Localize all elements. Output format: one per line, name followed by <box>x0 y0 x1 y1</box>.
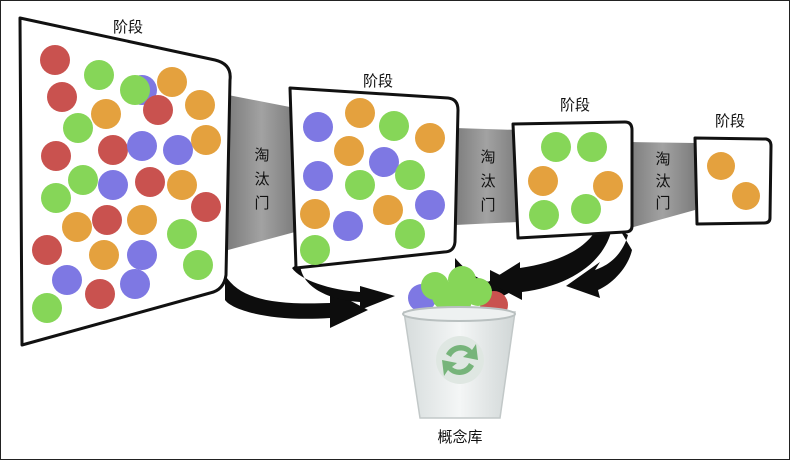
stage2-ball <box>345 98 375 128</box>
gate-3-label-line2: 汰 <box>655 172 670 190</box>
stage1-ball <box>91 99 121 129</box>
stage1-ball <box>163 135 193 165</box>
stage2-ball <box>415 123 445 153</box>
stage1-ball <box>47 82 77 112</box>
stage-2-balls <box>300 98 445 265</box>
stage2-ball <box>379 111 409 141</box>
arrow-shadow-4 <box>292 262 395 310</box>
stage1-ball <box>92 205 122 235</box>
stage1-ball <box>85 279 115 309</box>
stage1-ball <box>127 131 157 161</box>
stage1-ball <box>167 219 197 249</box>
stage1-ball <box>191 125 221 155</box>
stage3-ball <box>571 194 601 224</box>
gate-3-label-line1: 淘 <box>655 150 670 168</box>
stage-3: 阶段 <box>511 96 634 240</box>
stage2-ball <box>395 219 425 249</box>
stage1-ball <box>127 240 157 270</box>
stage-3-balls <box>528 132 623 230</box>
gate-1-label-line3: 门 <box>254 194 269 212</box>
stage1-ball <box>183 250 213 280</box>
gate-1-label-line1: 淘 <box>254 146 269 164</box>
stage1-ball <box>157 67 187 97</box>
stage1-ball <box>84 60 114 90</box>
gate-2-label-line3: 门 <box>480 196 495 214</box>
gate-3: 淘 汰 门 <box>630 142 695 228</box>
stage1-ball <box>52 265 82 295</box>
stage1-ball <box>89 240 119 270</box>
stage1-ball <box>167 170 197 200</box>
stage1-ball <box>41 183 71 213</box>
stage2-ball <box>345 170 375 200</box>
stage-4: 阶段 <box>693 112 773 226</box>
stage1-ball <box>127 205 157 235</box>
stage1-ball <box>120 75 150 105</box>
stage2-ball <box>415 190 445 220</box>
stage-4-panel <box>693 136 773 226</box>
stage-1-balls <box>32 45 221 323</box>
stage1-ball <box>98 135 128 165</box>
stage4-ball <box>732 182 760 210</box>
stage3-ball <box>541 132 571 162</box>
stage1-ball <box>40 45 70 75</box>
stage4-ball <box>707 152 735 180</box>
gate-3-label-line3: 门 <box>655 194 670 212</box>
stage2-ball <box>373 195 403 225</box>
arrow-shadow-5 <box>488 222 612 300</box>
stage2-ball <box>303 112 333 142</box>
stage3-ball <box>528 166 558 196</box>
stage1-ball <box>41 141 71 171</box>
stage-3-label: 阶段 <box>560 96 590 114</box>
stage-2-label: 阶段 <box>363 72 393 90</box>
stage1-ball <box>98 170 128 200</box>
stage2-ball <box>300 235 330 265</box>
stage2-ball <box>333 211 363 241</box>
stage1-ball <box>68 165 98 195</box>
stage1-ball <box>32 235 62 265</box>
recycle-icon <box>436 336 484 384</box>
gate-2: 淘 汰 门 <box>455 128 518 225</box>
gate-2-label-line2: 汰 <box>480 172 495 190</box>
stage-4-balls <box>707 152 760 210</box>
stage2-ball <box>369 147 399 177</box>
stage1-ball <box>135 167 165 197</box>
arrow-shadow-1 <box>225 250 368 328</box>
stage-4-label: 阶段 <box>715 112 745 130</box>
stage-2: 阶段 <box>288 72 460 270</box>
stage2-ball <box>395 160 425 190</box>
arrow-shadow-3 <box>566 230 632 298</box>
gate-2-label-line1: 淘 <box>480 148 495 166</box>
stage1-ball <box>191 192 221 222</box>
stage2-ball <box>300 199 330 229</box>
stage1-ball <box>63 113 93 143</box>
stage1-ball <box>143 95 173 125</box>
bin-rim <box>402 306 516 322</box>
concept-bin: 概念库 <box>402 266 516 446</box>
stage1-ball <box>120 269 150 299</box>
stage-1: 阶段 <box>18 16 232 347</box>
stage1-ball <box>62 212 92 242</box>
stage3-ball <box>529 200 559 230</box>
stage3-ball <box>577 132 607 162</box>
stage2-ball <box>303 161 333 191</box>
stage1-ball <box>32 293 62 323</box>
stage-1-label: 阶段 <box>113 18 143 36</box>
gate-1: 淘 汰 门 <box>228 95 295 250</box>
gate-1-label-line2: 汰 <box>254 170 269 188</box>
stage3-ball <box>593 171 623 201</box>
stage1-ball <box>185 90 215 120</box>
bin-label: 概念库 <box>437 428 482 446</box>
stage2-ball <box>334 136 364 166</box>
